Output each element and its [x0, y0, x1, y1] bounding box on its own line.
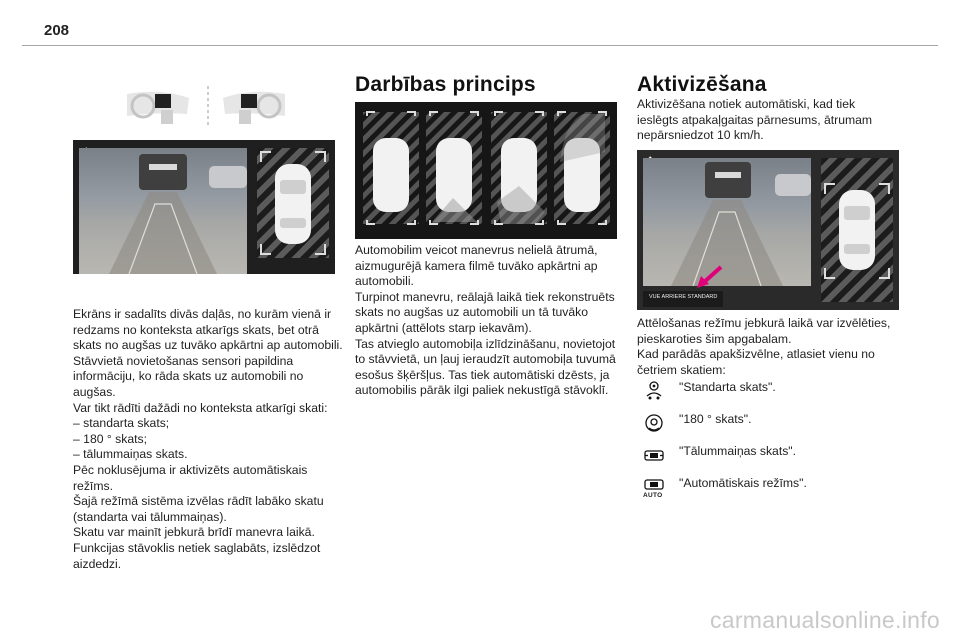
top-view-panel	[257, 148, 329, 258]
mode-180-label: "180 ° skats".	[679, 412, 752, 426]
left-body-text: Ekrāns ir sadalīts divās daļās, no kurām…	[73, 307, 343, 571]
top-view-sequence-image	[355, 102, 617, 239]
mode-auto[interactable]: AUTO "Automātiskais režīms".	[637, 476, 902, 508]
top-view-panel	[821, 158, 893, 302]
180-view-icon	[645, 414, 663, 432]
site-watermark: carmanualsonline.info	[709, 607, 940, 633]
zoom-view-icon	[644, 450, 664, 461]
mode-auto-label: "Automātiskais režīms".	[679, 476, 807, 490]
rear-camera-view	[643, 158, 811, 286]
view-mode-selector[interactable]: VUE ARRIERE STANDARD	[643, 291, 723, 307]
activation-display-screen: VUE ARRIERE STANDARD	[637, 150, 899, 310]
pointer-arrow-icon	[697, 265, 723, 288]
car-top-view-icon	[275, 164, 311, 244]
mode-standard-label: "Standarta skats".	[679, 380, 776, 394]
activation-body-text: Attēlošanas režīmu jebkurā laikā var izv…	[637, 316, 891, 377]
mode-zoom[interactable]: "Tālummaiņas skats".	[637, 444, 902, 470]
header-divider	[22, 45, 938, 46]
mode-standard[interactable]: "Standarta skats".	[637, 380, 902, 406]
activation-intro-text: Aktivizēšana notiek automātiski, kad tie…	[637, 97, 873, 143]
section-heading-activation: Aktivizēšana	[637, 73, 767, 96]
page-number: 208	[44, 22, 70, 39]
view-brackets-icon	[260, 151, 326, 255]
view-mode-label: VUE ARRIERE STANDARD	[649, 294, 718, 300]
camera-display-screen	[73, 140, 335, 274]
view-brackets-icon	[824, 183, 890, 279]
mode-180[interactable]: "180 ° skats".	[637, 412, 902, 438]
auto-mode-icon	[644, 479, 664, 490]
rear-camera-view	[79, 148, 247, 274]
car-top-view-icon	[839, 190, 875, 270]
rear-camera-scene	[109, 154, 247, 274]
rear-camera-scene	[671, 162, 811, 286]
section-heading-principle: Darbības princips	[355, 73, 536, 96]
auto-badge: AUTO	[643, 492, 663, 499]
top-view-sequence-illustration	[363, 111, 610, 225]
mode-zoom-label: "Tālummaiņas skats".	[679, 444, 797, 458]
standard-view-icon	[646, 381, 662, 400]
dashboard-illustration	[127, 86, 285, 128]
middle-body-text: Automobilim veicot manevrus nelielā ātru…	[355, 243, 616, 398]
